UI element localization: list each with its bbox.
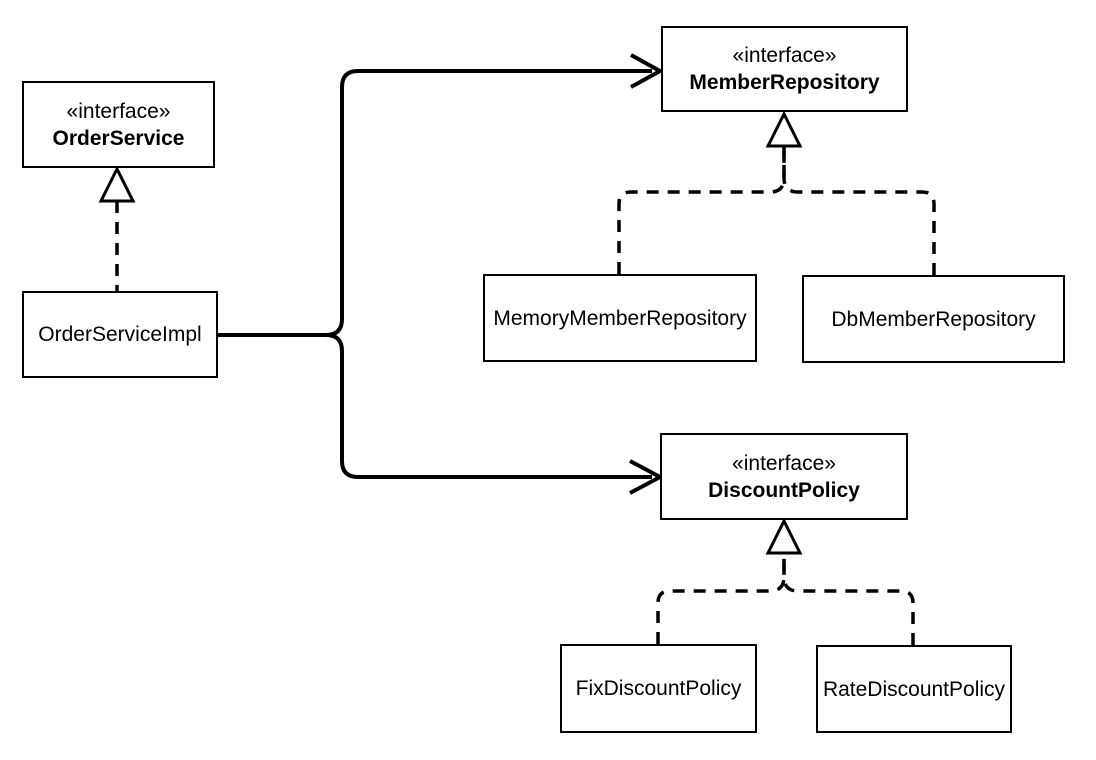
- realization-edge-fixdiscountpolicy-discountpolicy: [656, 553, 786, 644]
- interface-name-label: OrderService: [52, 126, 185, 150]
- dependency-edge-orderserviceimpl-discountpolicy: [218, 333, 652, 479]
- class-name-label: DbMemberRepository: [831, 307, 1036, 331]
- stereotype-label: «interface»: [732, 44, 837, 67]
- hollow-triangle-arrowhead-icon: [98, 165, 136, 203]
- interface-name-label: DiscountPolicy: [708, 478, 860, 502]
- hollow-triangle-arrowhead-icon: [765, 110, 803, 148]
- class-name-label: FixDiscountPolicy: [575, 677, 742, 700]
- class-box-rate-discount-policy: RateDiscountPolicy: [816, 645, 1012, 733]
- stereotype-label: «interface»: [66, 99, 171, 123]
- open-arrowhead-icon: [630, 53, 665, 89]
- realization-edge-ratediscountpolicy-discountpolicy: [782, 553, 915, 645]
- stereotype-label: «interface»: [732, 451, 836, 475]
- realization-edge-dbmemberrepository-memberrepository: [782, 146, 936, 275]
- class-box-order-service-impl: OrderServiceImpl: [22, 291, 218, 378]
- interface-box-order-service: «interface» OrderService: [22, 81, 215, 168]
- realization-edge-memorymemberrepository-memberrepository: [617, 146, 786, 274]
- class-name-label: MemoryMemberRepository: [493, 306, 747, 330]
- hollow-triangle-arrowhead-icon: [765, 517, 803, 555]
- interface-name-label: MemberRepository: [689, 71, 880, 94]
- interface-box-discount-policy: «interface» DiscountPolicy: [660, 433, 908, 520]
- class-box-memory-member-repository: MemoryMemberRepository: [483, 274, 757, 362]
- class-box-fix-discount-policy: FixDiscountPolicy: [560, 644, 757, 733]
- class-name-label: OrderServiceImpl: [38, 323, 202, 346]
- class-name-label: RateDiscountPolicy: [822, 677, 1006, 701]
- class-box-db-member-repository: DbMemberRepository: [802, 275, 1065, 363]
- interface-box-member-repository: «interface» MemberRepository: [661, 26, 908, 112]
